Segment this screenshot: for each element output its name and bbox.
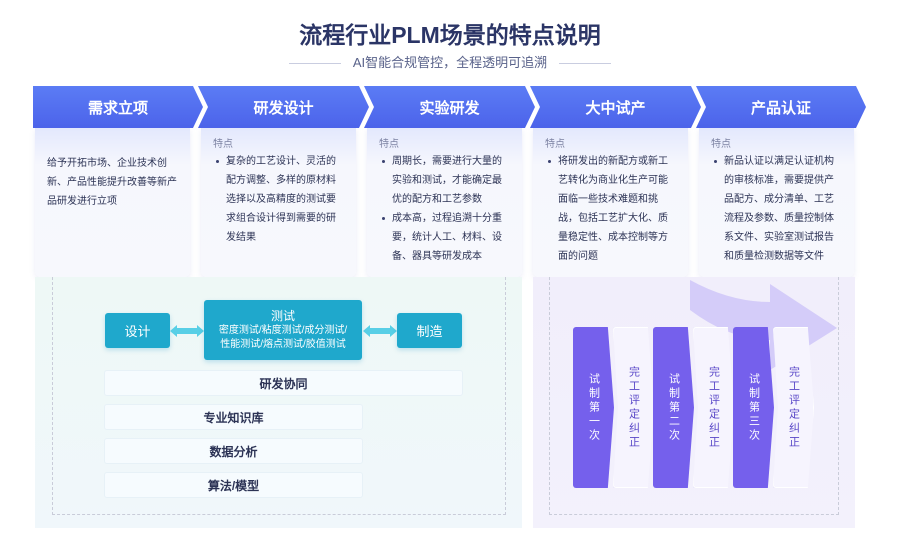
divider bbox=[288, 63, 341, 65]
row-algorithm-model: 算法/模型 bbox=[104, 472, 363, 498]
card-label: 特点 bbox=[213, 139, 233, 150]
card-bullet: 新品认证以满足认证机构的审核标准，需要提供产品配方、成分清单、工艺流程及参数、质… bbox=[711, 152, 842, 266]
test-items-line1: 密度测试/粘度测试/成分测试/ bbox=[218, 325, 348, 336]
trial-3: 试制第三次 bbox=[733, 327, 774, 488]
row-data-analysis: 数据分析 bbox=[104, 438, 363, 464]
card-experiment: 特点 周期长，需要进行大量的实验和测试，才能确定最优的配方和工艺参数成本高，过程… bbox=[367, 128, 522, 277]
subtitle-text: AI智能合规管控，全程透明可追溯 bbox=[352, 55, 548, 70]
stage-design: 研发设计 bbox=[198, 86, 369, 128]
double-arrow-icon bbox=[170, 325, 204, 337]
divider bbox=[559, 63, 612, 65]
manufacture-box: 制造 bbox=[397, 313, 462, 348]
card-label: 特点 bbox=[545, 139, 565, 150]
page-title: 流程行业PLM场景的特点说明 bbox=[299, 22, 601, 48]
card-design: 特点 复杂的工艺设计、灵活的配方调整、多样的原材料选择以及高精度的测试要求组合设… bbox=[201, 128, 356, 277]
stage-pilot: 大中试产 bbox=[530, 86, 701, 128]
card-bullet: 复杂的工艺设计、灵活的配方调整、多样的原材料选择以及高精度的测试要求组合设计得到… bbox=[213, 152, 344, 247]
card-demand: 给予开拓市场、企业技术创新、产品性能提升改善等新产品研发进行立项 bbox=[35, 128, 190, 277]
rd-dashed-frame bbox=[52, 277, 506, 515]
row-knowledge-base: 专业知识库 bbox=[104, 404, 363, 430]
card-label: 特点 bbox=[711, 139, 731, 150]
review-1: 完工评定纠正 bbox=[613, 327, 654, 488]
manufacture-label: 制造 bbox=[416, 324, 443, 339]
design-box: 设计 bbox=[105, 313, 170, 348]
test-box: 测试 密度测试/粘度测试/成分测试/ 性能测试/熔点测试/胶值测试 bbox=[204, 300, 362, 360]
card-pilot: 特点 将研发出的新配方或新工艺转化为商业化生产可能面临一些技术难题和挑战，包括工… bbox=[533, 128, 688, 277]
test-title: 测试 bbox=[270, 309, 295, 323]
trial-2: 试制第二次 bbox=[653, 327, 694, 488]
design-label: 设计 bbox=[124, 324, 151, 339]
test-items-line2: 性能测试/熔点测试/胶值测试 bbox=[220, 339, 346, 350]
review-2: 完工评定纠正 bbox=[693, 327, 734, 488]
card-label: 特点 bbox=[379, 139, 399, 150]
row-rd-collaboration: 研发协同 bbox=[104, 370, 463, 396]
stage-certification: 产品认证 bbox=[696, 86, 866, 128]
review-3: 完工评定纠正 bbox=[773, 327, 814, 488]
stage-experiment: 实验研发 bbox=[364, 86, 535, 128]
subtitle: AI智能合规管控，全程透明可追溯 bbox=[0, 52, 900, 71]
card-text: 给予开拓市场、企业技术创新、产品性能提升改善等新产品研发进行立项 bbox=[47, 158, 177, 207]
stage-demand: 需求立项 bbox=[33, 86, 203, 128]
card-bullet: 周期长，需要进行大量的实验和测试，才能确定最优的配方和工艺参数 bbox=[379, 152, 510, 209]
card-bullet: 成本高，过程追溯十分重要，统计人工、材料、设备、器具等研发成本 bbox=[379, 209, 510, 266]
card-certification: 特点 新品认证以满足认证机构的审核标准，需要提供产品配方、成分清单、工艺流程及参… bbox=[699, 128, 854, 277]
double-arrow-icon bbox=[363, 325, 397, 337]
trial-1: 试制第一次 bbox=[573, 327, 614, 488]
card-bullet: 将研发出的新配方或新工艺转化为商业化生产可能面临一些技术难题和挑战，包括工艺扩大… bbox=[545, 152, 676, 266]
pilot-dashed-frame bbox=[549, 277, 839, 515]
